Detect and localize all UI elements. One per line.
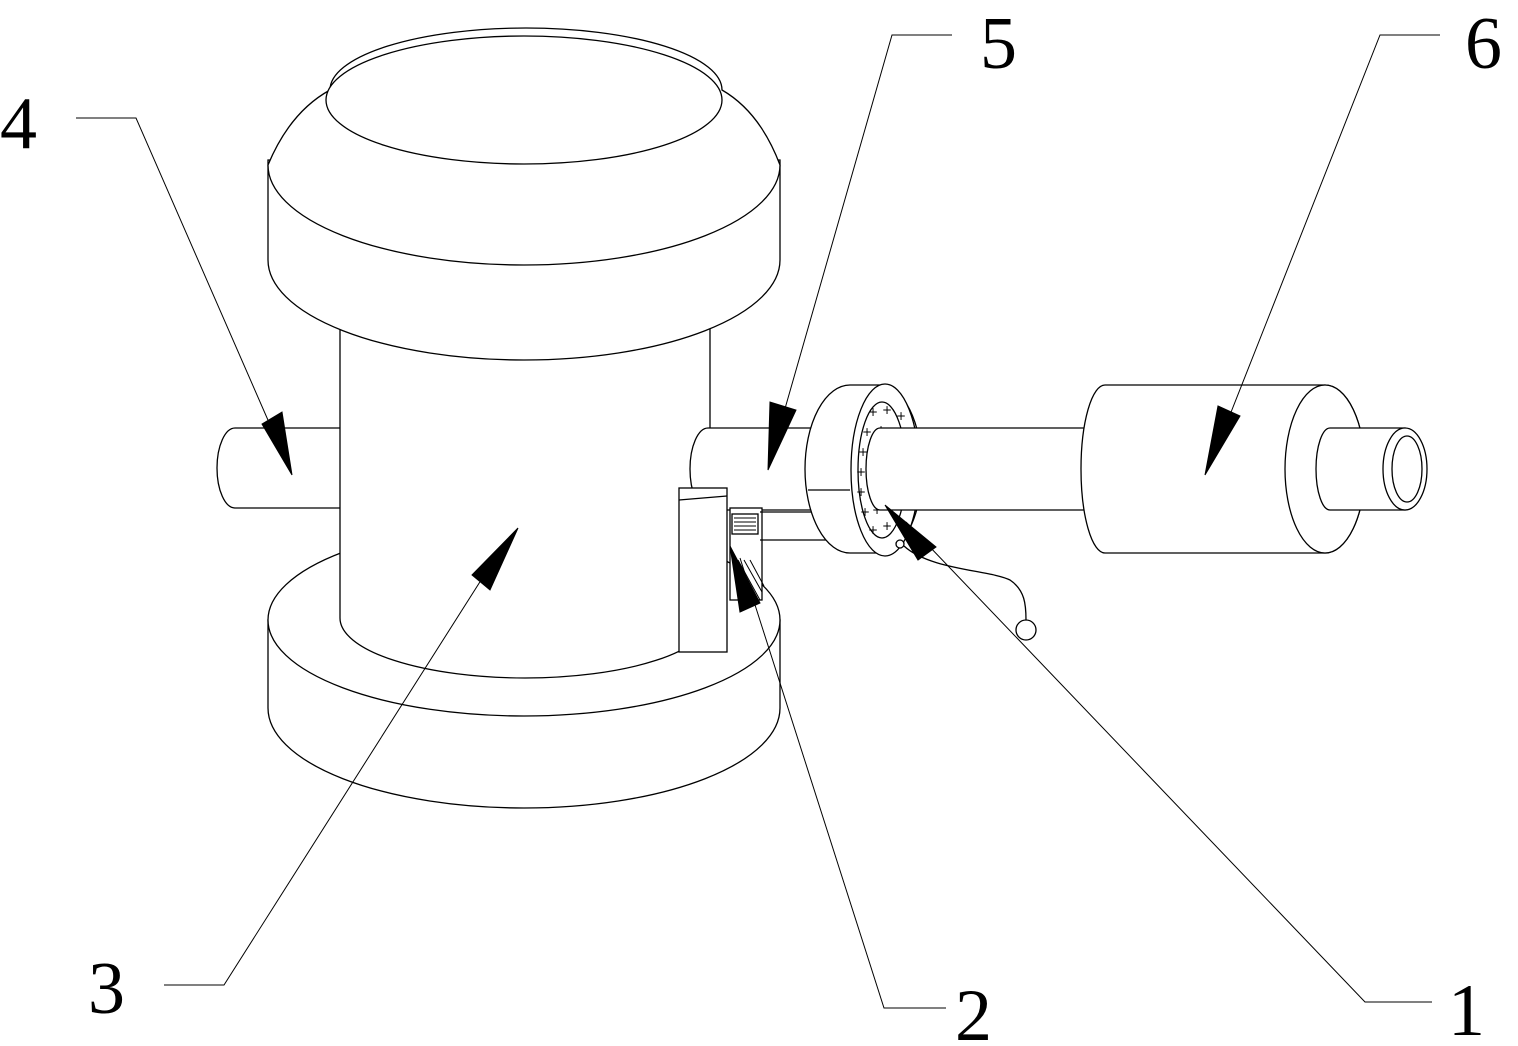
top-cap — [267, 27, 781, 361]
svg-text:+: + — [872, 503, 882, 517]
svg-text:+: + — [856, 465, 866, 479]
leader-3 — [164, 554, 498, 986]
arrow-1 — [884, 504, 937, 561]
left-pipe — [216, 427, 346, 509]
svg-text:+: + — [858, 445, 868, 459]
svg-text:+: + — [856, 485, 866, 499]
leader-4 — [76, 117, 279, 444]
arrow-6 — [1204, 405, 1241, 476]
callout-label-2: 2 — [955, 975, 992, 1046]
side-bracket — [678, 487, 832, 653]
arrowheads — [261, 401, 1241, 613]
callout-label-3: 3 — [88, 948, 125, 1030]
callout-label-6: 6 — [1465, 3, 1502, 85]
long-shaft — [865, 427, 1096, 511]
leader-2 — [739, 557, 946, 1009]
callout-labels: 1 2 3 4 5 6 — [0, 3, 1502, 1046]
svg-text:+: + — [896, 409, 906, 423]
leader-1 — [905, 521, 1432, 1003]
arrow-2 — [729, 545, 761, 613]
knurled-knob — [731, 513, 759, 535]
arrow-5 — [767, 401, 797, 471]
sensor-bulb — [1015, 619, 1037, 641]
svg-text:+: + — [860, 505, 870, 519]
arrow-4 — [261, 411, 293, 476]
ring-collar: +++ +++ ++ ++ ++ ++ ++ — [804, 383, 1037, 641]
callout-label-1: 1 — [1448, 970, 1485, 1046]
end-nozzle — [1315, 427, 1428, 511]
svg-text:+: + — [868, 405, 878, 419]
svg-text:+: + — [862, 425, 872, 439]
svg-text:+: + — [868, 523, 878, 537]
arrow-3 — [471, 527, 519, 591]
svg-text:+: + — [882, 519, 892, 533]
svg-text:+: + — [882, 403, 892, 417]
leader-lines — [76, 34, 1440, 1009]
leader-6 — [1221, 34, 1440, 436]
callout-label-5: 5 — [980, 3, 1017, 85]
leader-5 — [775, 34, 952, 441]
callout-label-4: 4 — [0, 83, 37, 165]
